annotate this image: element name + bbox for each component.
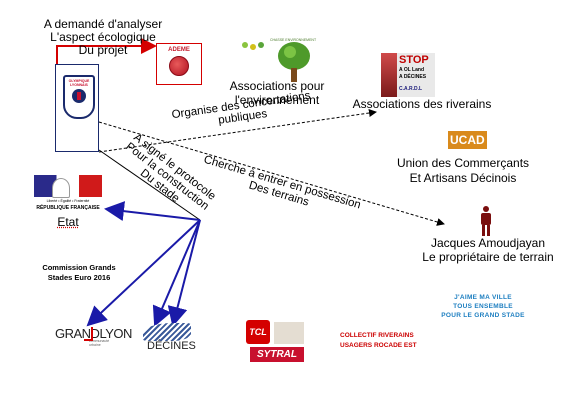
ademe-globe-icon [169,56,189,76]
collectif-line-1: COLLECTIF RIVERAINS [340,332,414,339]
riverains-logo-line-3: A DÉCINES [399,74,427,80]
grandlyon-accent [84,327,93,341]
jaime-label: J'AIME MA VILLE TOUS ENSEMBLE POUR LE GR… [428,293,538,320]
edge-ol-riverains [98,109,377,153]
decines-logo-text: DÉCINES [147,340,196,352]
riverains-logo-line-2: A OL Land [399,67,424,73]
top-note: A demandé d'analyser L'aspect écologique… [38,18,168,57]
riverains-logo: STOP A OL Land A DÉCINES C.A.R.D.L [381,53,435,97]
sytral-logo-text: SYTRAL [250,347,304,362]
top-note-line-1: A demandé d'analyser [43,17,163,31]
commission-line-2: Stades Euro 2016 [47,273,111,282]
person-icon [479,206,493,236]
decines-logo: DÉCINES [143,323,196,353]
edge-hub-grandlyon [86,219,201,327]
tcl-badge: TCL [246,320,270,344]
edge-hub-sytral [167,219,201,327]
ol-crest: OLYMPIQUE LYONNAIS [63,75,95,119]
assoc-env-tag: CHASSE ENVIRONNEMENT [270,38,317,42]
riverains-logo-photo [381,53,397,97]
tcl-badge-text: TCL [249,327,267,337]
assoc-env-label: Associations pour l'environnement [222,79,332,107]
top-note-line-2: L'aspect écologique [50,30,156,44]
top-note-line-3: Du projet [78,43,128,57]
collectif-line-2: USAGERS ROCADE EST [340,342,417,349]
grandlyon-logo: GRANDLYON communauté urbaine [55,326,132,347]
jacques-label-line-2: Le propriétaire de terrain [422,250,554,264]
ol-logo: OLYMPIQUE LYONNAIS [55,64,99,152]
etat-country: RÉPUBLIQUE FRANÇAISE [36,205,100,211]
ucad-label: Union des Commerçants Et Artisans Décino… [388,156,538,186]
riverains-logo-line-4: C.A.R.D.L [399,86,423,92]
edge-hub-etat [104,201,201,222]
jacques-label-line-1: Jacques Amoudjayan [430,236,546,250]
jacques-label: Jacques Amoudjayan Le propriétaire de te… [414,236,562,264]
jaime-line-2: TOUS ENSEMBLE [453,303,513,310]
edge-hub-decines [152,219,201,327]
assoc-env-label-line-2: l'environnement [234,93,320,107]
ucad-logo: UCAD [448,131,487,149]
riverains-logo-stop: STOP [399,54,429,66]
ademe-name: ADEME [168,47,190,53]
assoc-env-tree-icon [278,42,310,82]
marianne-icon [34,175,102,198]
etat-logo: Liberté • Égalité • Fraternité RÉPUBLIQU… [34,175,102,215]
collectif-label: COLLECTIF RIVERAINS USAGERS ROCADE EST [340,331,450,351]
edge-ol-hub [98,149,201,221]
edge-ol-ademe [56,38,157,64]
ucad-label-line-1: Union des Commerçants [396,156,530,170]
ademe-logo: ADEME [156,43,202,85]
commission-label: Commission Grands Stades Euro 2016 [34,263,124,283]
ol-club-name: OLYMPIQUE LYONNAIS [68,79,90,87]
ucad-label-line-2: Et Artisans Décinois [409,171,517,185]
sytral-logo: TCL SYTRAL [246,320,304,362]
riverains-label: Associations des riverains [352,97,492,111]
jaime-line-3: POUR LE GRAND STADE [441,312,525,319]
etat-motto: Liberté • Égalité • Fraternité [46,199,90,203]
commission-line-1: Commission Grands [42,263,116,272]
grandlyon-tagline: communauté urbaine [89,339,110,347]
assoc-env-logo: CHASSE ENVIRONNEMENT [240,34,330,82]
assoc-env-flowers-icon [242,42,266,50]
jaime-line-1: J'AIME MA VILLE [454,294,512,301]
grandlyon-logo-text: GRANDLYON [55,326,132,341]
assoc-env-label-line-1: Associations pour [229,79,325,93]
etat-label: Etat [57,215,79,229]
ol-lion-icon [72,89,86,103]
sytral-photo [274,322,304,344]
ucad-logo-text: UCAD [448,131,487,149]
decines-wave-icon [143,323,191,341]
